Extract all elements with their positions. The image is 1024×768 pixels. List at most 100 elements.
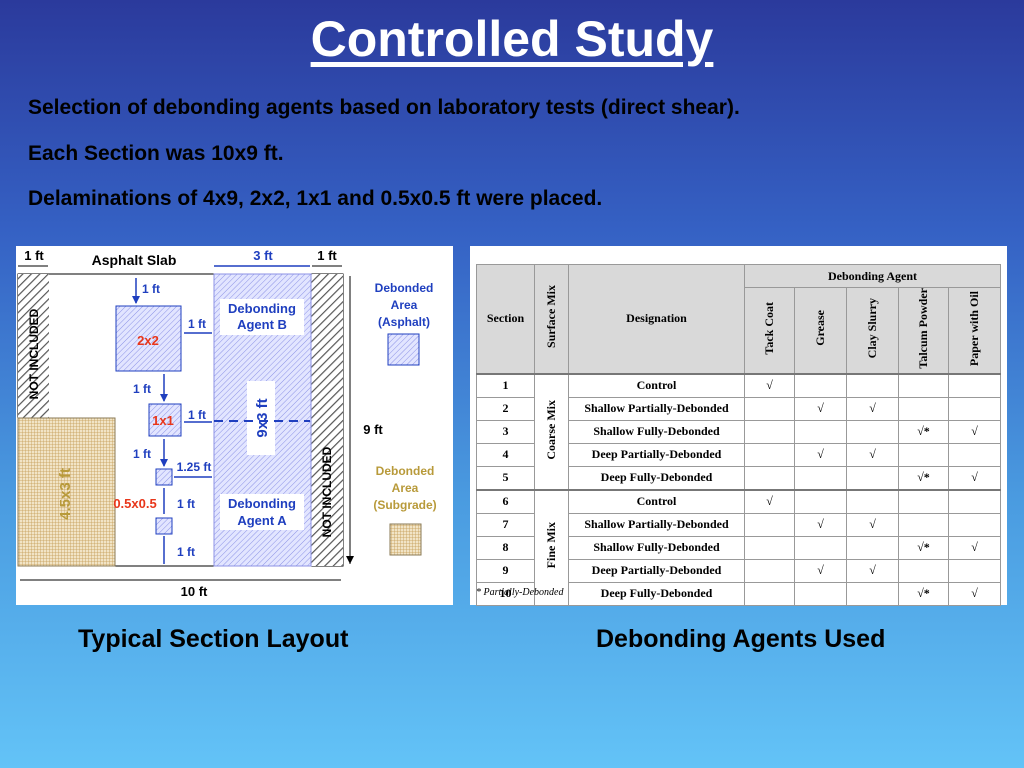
cell-agent-mark [948,489,1001,514]
cell-section: 7 [476,512,535,537]
section-layout-panel: NOT INCLUDED NOT INCLUDED 1 ft Asphalt S… [16,246,453,605]
cell-agent-mark: √* [898,419,949,444]
cell-surface-mix: Coarse Mix [534,373,569,491]
cell-agent-mark: √ [846,512,899,537]
cell-agent-mark [744,396,795,421]
cell-section: 3 [476,419,535,444]
delamination-2x2 [115,305,182,372]
cell-agent-mark [846,581,899,606]
agent-a-box [220,494,304,530]
header-agent-talcum-powder: Talcum Powder [898,286,949,375]
cell-agent-mark [846,373,899,398]
header-surface-mix: Surface Mix [534,263,569,375]
cell-agent-mark [948,442,1001,467]
legend-subgrade-2: Area [392,481,419,495]
legend-subgrade-3: (Subgrade) [373,498,436,512]
cell-agent-mark: √ [846,442,899,467]
cell-agent-mark: √ [744,373,795,398]
header-agent-grease: Grease [794,286,847,375]
asphalt-slab-label: Asphalt Slab [92,252,177,268]
table-footnote: * Partially-Debonded [476,587,564,598]
cell-agent-mark: √ [794,512,847,537]
cell-agent-mark [794,465,847,491]
cell-section: 10 [476,581,535,606]
header-agent-tack-coat: Tack Coat [744,286,795,375]
cell-section: 2 [476,396,535,421]
cell-agent-mark [744,442,795,467]
cell-agent-mark [794,489,847,514]
delamination-1x1-label: 1x1 [152,413,174,428]
agent-a-label-1: Debonding [228,496,296,511]
subgrade-area-label: 4.5x3 ft [57,468,74,520]
cell-agent-mark [898,558,949,583]
table-row: 7 Shallow Partially-Debonded √√ [476,512,1001,537]
cell-agent-mark: √ [846,558,899,583]
header-agent-paper-with-oil: Paper with Oil [948,286,1001,375]
cell-agent-mark [846,535,899,560]
cell-agent-mark [846,419,899,444]
bullet-3: Delaminations of 4x9, 2x2, 1x1 and 0.5x0… [28,187,603,210]
cell-section: 8 [476,535,535,560]
dim-1ft-c: 1 ft [133,382,151,396]
cell-agent-mark [948,373,1001,398]
delamination-1x1 [148,403,182,437]
not-included-left-label: NOT INCLUDED [27,308,41,399]
cell-surface-mix: Fine Mix [534,489,569,606]
delamination-2x2-label: 2x2 [137,333,159,348]
legend-subgrade-swatch [389,523,422,556]
cell-section: 9 [476,558,535,583]
slide-title: Controlled Study [310,11,714,67]
cell-agent-mark [794,373,847,398]
dim-1ft-d: 1 ft [188,408,206,422]
subgrade-area-4.5x3 [17,417,116,567]
agent-b-label-1: Debonding [228,301,296,316]
cell-agent-mark: √ [794,442,847,467]
cell-designation: Deep Fully-Debonded [568,465,745,491]
caption-section-layout: Typical Section Layout [78,625,349,653]
cell-section: 1 [476,373,535,398]
dim-top-right: 1 ft [317,248,337,263]
cell-designation: Shallow Partially-Debonded [568,512,745,537]
agent-b-box [220,299,304,335]
cell-agent-mark [948,396,1001,421]
cell-agent-mark [898,489,949,514]
cell-agent-mark: √* [898,581,949,606]
cell-agent-mark [948,512,1001,537]
cell-designation: Shallow Fully-Debonded [568,419,745,444]
dim-10ft: 10 ft [181,584,208,599]
cell-designation: Control [568,373,745,398]
cell-agent-mark: √ [948,419,1001,444]
cell-agent-mark: √ [948,535,1001,560]
cell-agent-mark: √ [794,396,847,421]
dim-top-left: 1 ft [24,248,44,263]
legend-asphalt-1: Debonded [375,281,434,295]
header-section: Section [476,263,535,375]
header-agent-clay-slurry: Clay Slurry [846,286,899,375]
table-row: 3 Shallow Fully-Debonded √*√ [476,419,1001,444]
dim-1ft-e: 1 ft [133,447,151,461]
debonding-agents-table: Section Surface Mix Designation Debondin… [476,263,1001,606]
debonding-agents-panel: Section Surface Mix Designation Debondin… [470,246,1007,606]
bullet-1: Selection of debonding agents based on l… [28,96,740,119]
cell-agent-mark [898,396,949,421]
delamination-0.5-label: 0.5x0.5 [113,496,156,511]
cell-section: 5 [476,465,535,491]
dim-1.25ft: 1.25 ft [177,460,212,474]
bullet-2: Each Section was 10x9 ft. [28,142,284,165]
agent-b-label-2: Agent B [237,317,287,332]
cell-agent-mark [744,581,795,606]
dim-1ft-f: 1 ft [177,497,195,511]
cell-agent-mark [744,535,795,560]
cell-designation: Control [568,489,745,514]
legend-asphalt-2: Area [391,298,418,312]
cell-agent-mark [744,465,795,491]
cell-section: 6 [476,489,535,514]
cell-designation: Deep Fully-Debonded [568,581,745,606]
header-debonding-agent: Debonding Agent [744,264,1001,288]
section-layout-diagram: NOT INCLUDED NOT INCLUDED 1 ft Asphalt S… [17,248,437,599]
